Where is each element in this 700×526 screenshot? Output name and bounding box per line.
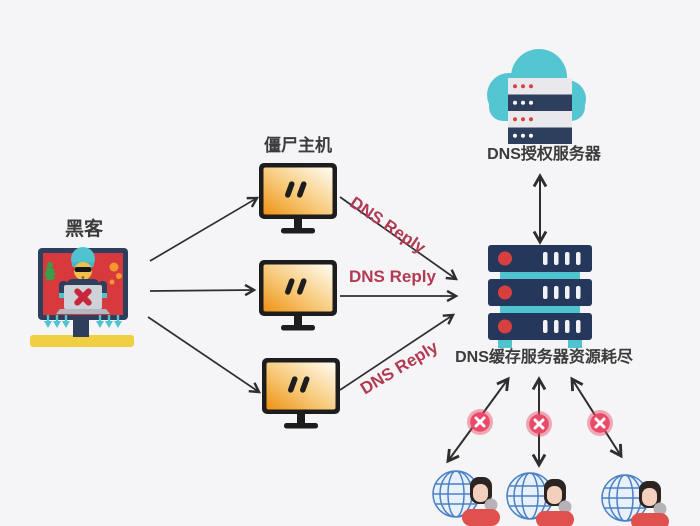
server-rack-icon xyxy=(488,245,592,348)
bug-icon xyxy=(44,262,56,281)
cloud-server-icon xyxy=(487,49,586,144)
auth-server-stack-icon xyxy=(508,78,572,144)
attack-arrow-middle xyxy=(149,283,257,297)
drip-arrows-icon xyxy=(44,315,122,328)
user-globe-icon-2 xyxy=(507,473,574,526)
zombie-host-label: 僵尸主机 xyxy=(264,136,332,155)
attack-arrow-bottom xyxy=(147,316,262,394)
hacker-computer-icon xyxy=(30,247,134,347)
auth-server-label: DNS授权服务器 xyxy=(487,146,601,163)
user-globe-icon-1 xyxy=(433,471,500,526)
dns-reply-label-middle: DNS Reply xyxy=(349,267,436,286)
zombie-monitor-icon-3 xyxy=(262,358,340,429)
zombie-monitor-icon-1 xyxy=(259,163,337,234)
attack-arrow-top xyxy=(149,196,260,262)
dns-reply-arrow-bottom xyxy=(339,313,456,391)
zombie-monitor-icon-2 xyxy=(259,260,337,331)
cache-server-label: DNS缓存服务器资源耗尽 xyxy=(455,349,633,366)
x-badge-icon-1 xyxy=(465,407,495,437)
hacker-label: 黑客 xyxy=(64,219,103,240)
dns-reply-arrow-top xyxy=(339,196,458,281)
user-globe-icon-3 xyxy=(602,475,669,526)
x-badge-icon-2 xyxy=(524,409,554,439)
x-badge-icon-3 xyxy=(585,408,615,438)
